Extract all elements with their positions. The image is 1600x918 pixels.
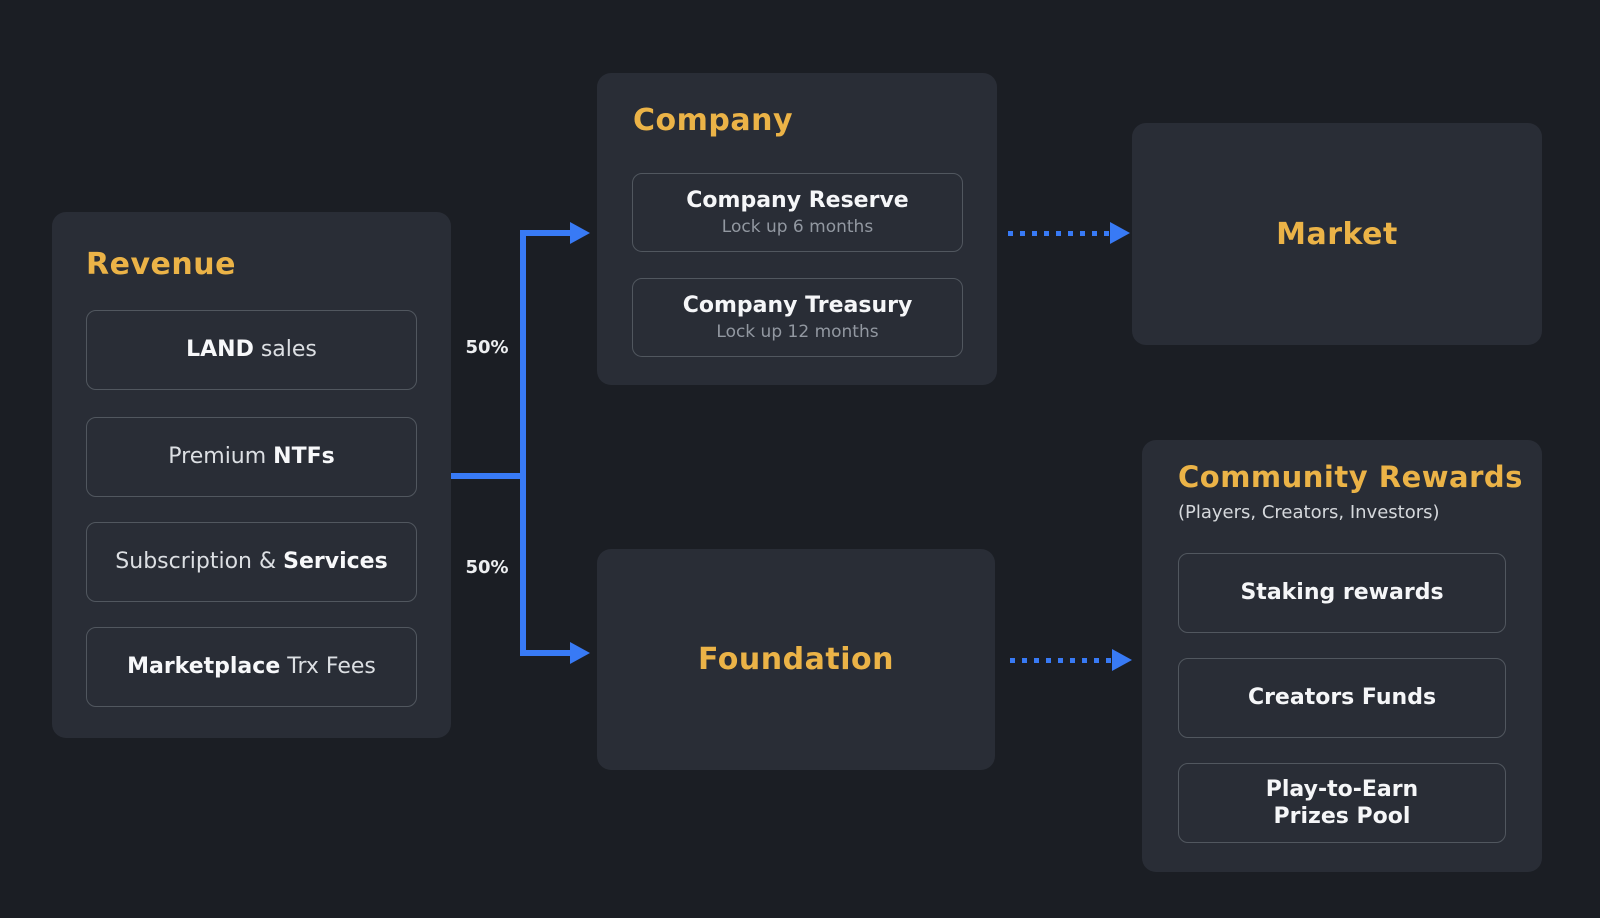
revenue-item-label: Subscription & Services: [115, 549, 387, 575]
box-title: Company Reserve: [686, 188, 909, 214]
box-title-line2: Prizes Pool: [1273, 804, 1411, 829]
label-bold: Marketplace: [127, 653, 281, 679]
flow-line-split-vertical: [520, 230, 526, 656]
company-title: Company: [633, 103, 794, 138]
market-panel: Market: [1132, 123, 1542, 345]
dotted-flow-company-to-market: [1008, 231, 1110, 236]
staking-rewards-box: Staking rewards: [1178, 553, 1506, 633]
flow-line-to-foundation: [524, 650, 572, 656]
arrowhead-right-icon: [570, 222, 590, 244]
play-to-earn-prizes-pool-box: Play-to-Earn Prizes Pool: [1178, 763, 1506, 843]
label-regular: Trx Fees: [280, 653, 376, 679]
revenue-item-subscription-services: Subscription & Services: [86, 522, 417, 602]
label-bold: NTFs: [273, 443, 335, 469]
revenue-item-premium-ntfs: Premium NTFs: [86, 417, 417, 497]
revenue-item-label: Premium NTFs: [168, 444, 334, 470]
split-percentage-top: 50%: [465, 337, 509, 358]
box-title: Creators Funds: [1247, 685, 1437, 711]
company-panel: Company Company Reserve Lock up 6 months…: [597, 73, 997, 385]
label-regular: Premium: [168, 443, 274, 469]
label-regular: Subscription &: [115, 548, 284, 574]
revenue-item-label: LAND sales: [186, 337, 317, 363]
foundation-panel: Foundation: [597, 549, 995, 770]
flow-line-to-company: [524, 230, 572, 236]
arrowhead-right-icon: [1110, 222, 1130, 244]
flow-line-revenue-stub: [451, 473, 521, 479]
community-rewards-panel: Community Rewards (Players, Creators, In…: [1142, 440, 1542, 872]
box-title: Staking rewards: [1240, 580, 1444, 606]
revenue-title: Revenue: [86, 247, 236, 282]
company-reserve-box: Company Reserve Lock up 6 months: [632, 173, 963, 252]
arrowhead-right-icon: [1112, 649, 1132, 671]
dotted-flow-foundation-to-community: [1010, 658, 1112, 663]
revenue-item-marketplace-trx-fees: Marketplace Trx Fees: [86, 627, 417, 707]
label-bold: Services: [283, 548, 388, 574]
community-rewards-title: Community Rewards: [1178, 460, 1523, 494]
creators-funds-box: Creators Funds: [1178, 658, 1506, 738]
community-rewards-subtitle: (Players, Creators, Investors): [1178, 502, 1440, 523]
label-bold: LAND: [186, 336, 254, 362]
revenue-item-label: Marketplace Trx Fees: [127, 654, 376, 680]
split-percentage-bottom: 50%: [465, 557, 509, 578]
market-title: Market: [1276, 216, 1398, 252]
box-subtitle: Lock up 6 months: [721, 216, 874, 237]
revenue-panel: Revenue LAND sales Premium NTFs Subscrip…: [52, 212, 451, 738]
box-subtitle: Lock up 12 months: [716, 321, 879, 342]
foundation-title: Foundation: [698, 642, 894, 677]
revenue-item-land-sales: LAND sales: [86, 310, 417, 390]
company-treasury-box: Company Treasury Lock up 12 months: [632, 278, 963, 357]
label-regular: sales: [253, 336, 317, 362]
arrowhead-right-icon: [570, 642, 590, 664]
box-title-line1: Play-to-Earn: [1265, 776, 1419, 802]
box-title: Company Treasury: [682, 293, 913, 319]
